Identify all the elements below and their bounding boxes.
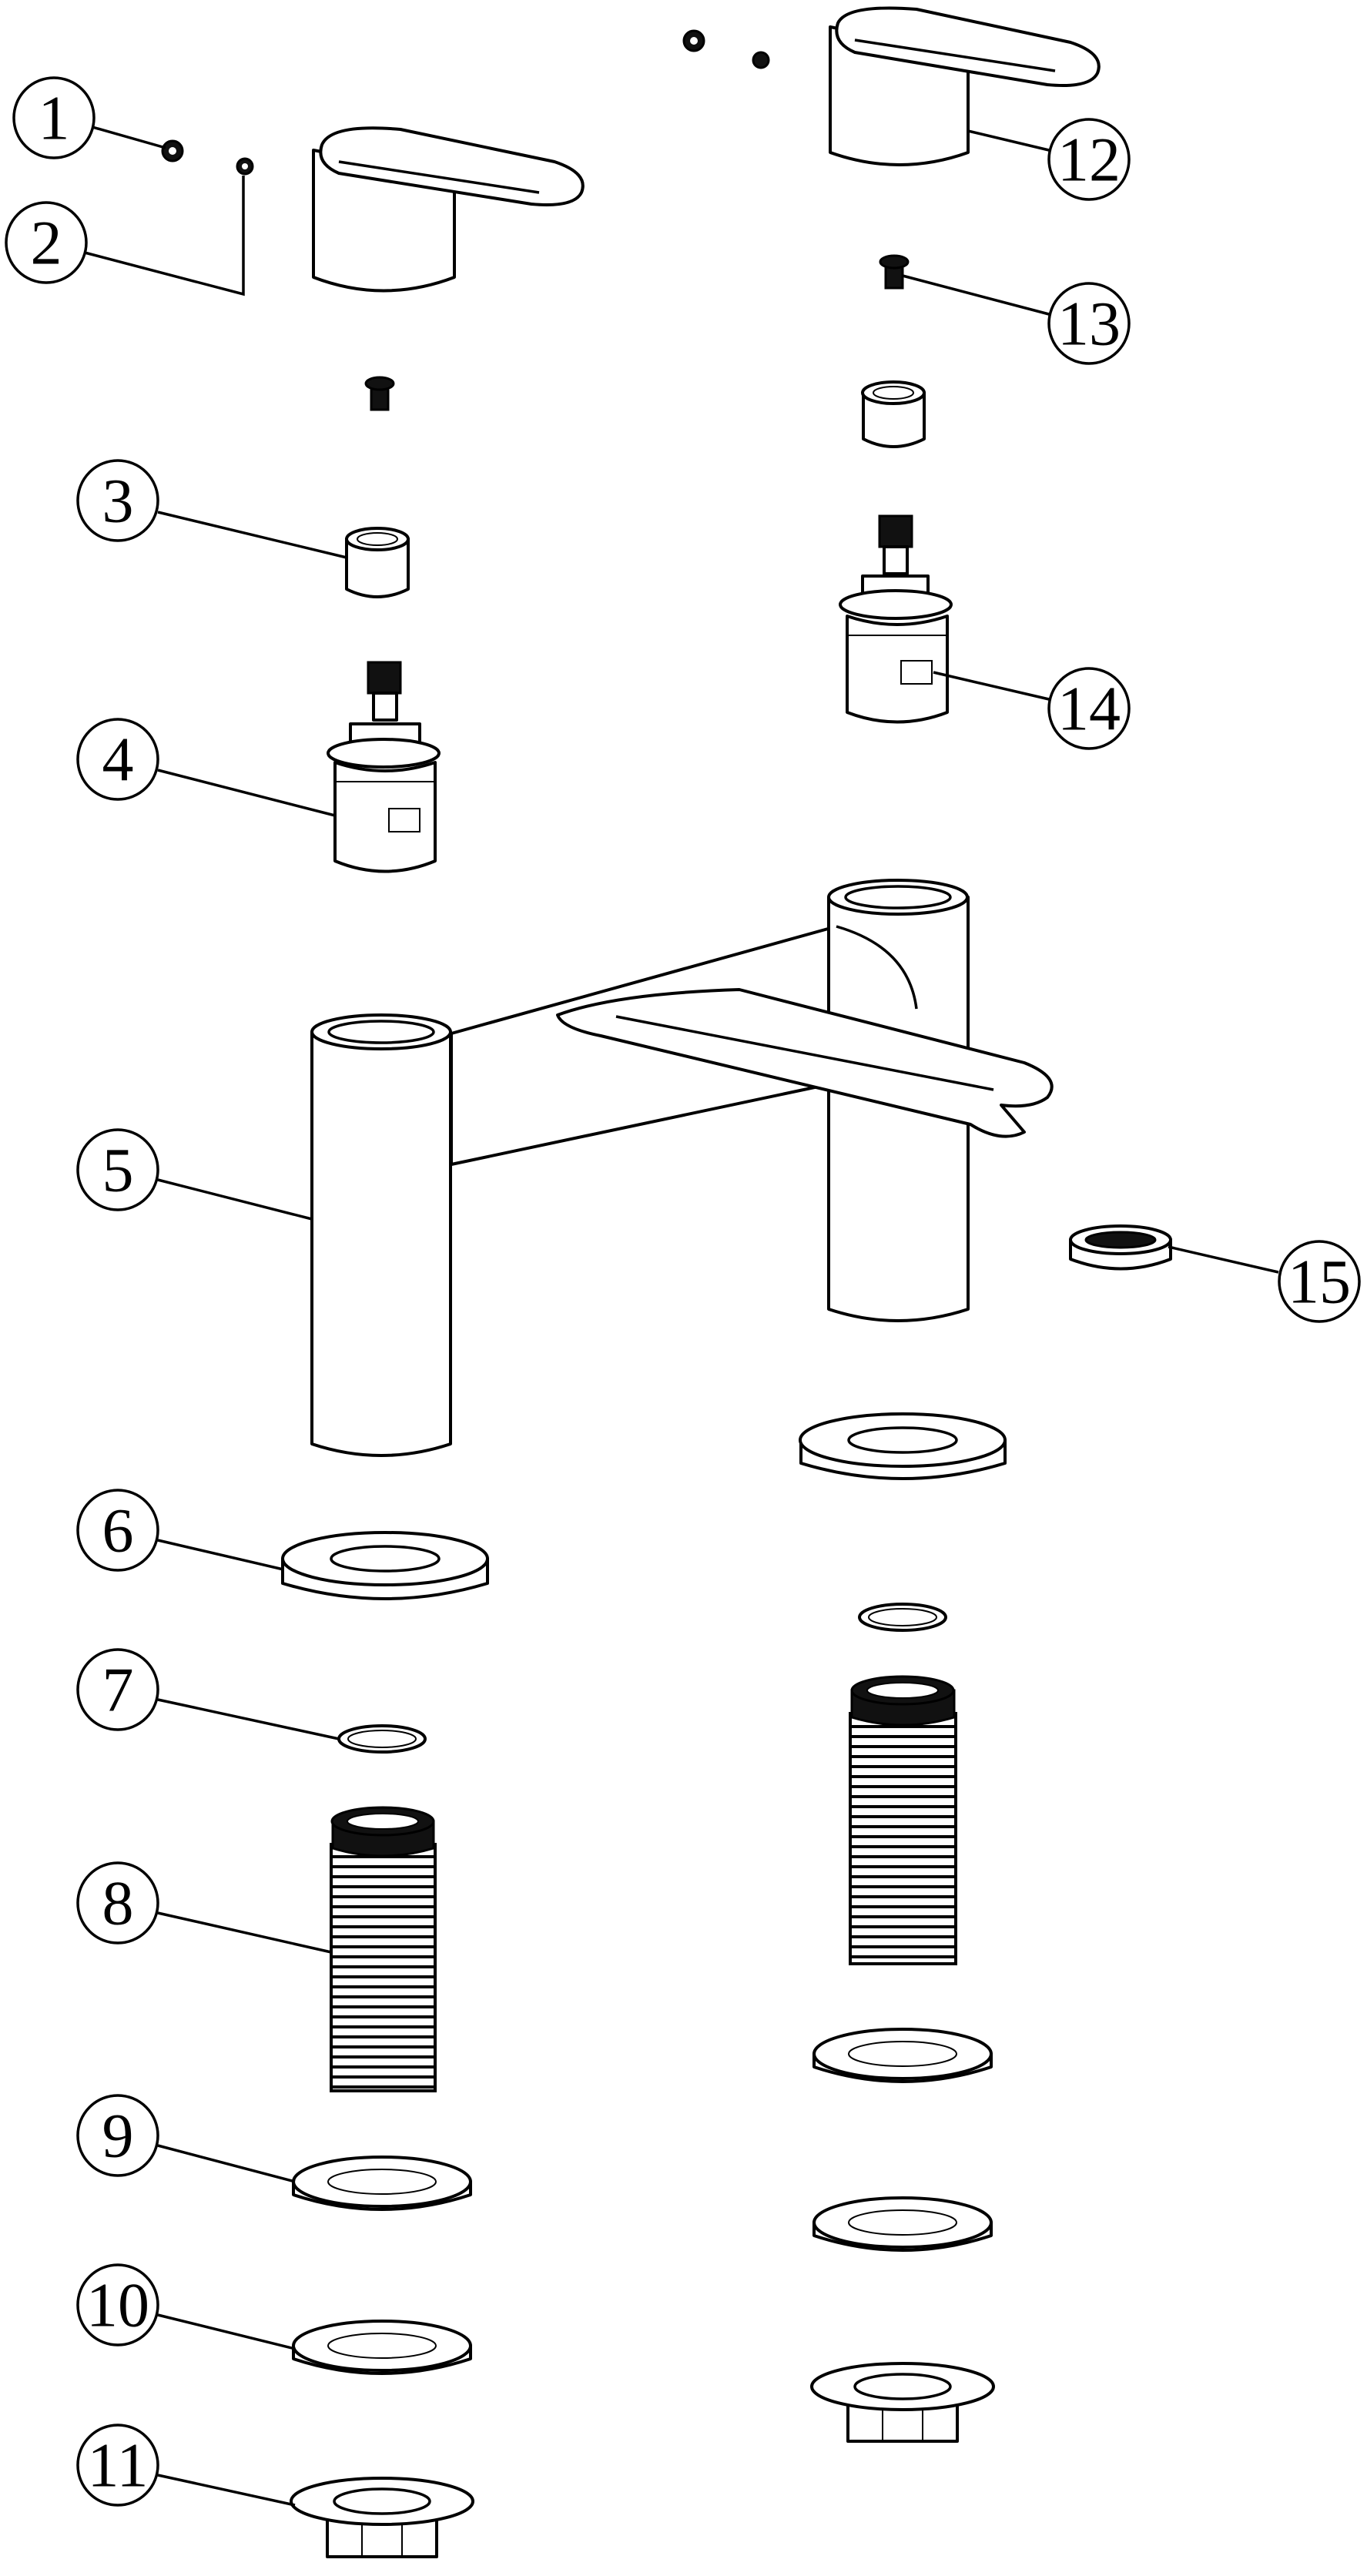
callout-number: 4 [102, 725, 134, 795]
part-4-cartridge [327, 661, 441, 873]
callout-7: 7 [76, 1648, 159, 1731]
callout-number: 11 [88, 2430, 149, 2501]
part-8-threaded-shank [330, 1806, 437, 2092]
callout-3: 3 [76, 459, 159, 542]
leader-lines [84, 126, 1279, 2507]
callout-number: 1 [39, 83, 70, 153]
part-11-nut [290, 2477, 474, 2558]
right-screw-caps [682, 29, 770, 69]
callout-6: 6 [76, 1489, 159, 1572]
part-13-screw [879, 254, 910, 290]
callout-15: 15 [1278, 1240, 1361, 1323]
right-washer [799, 1412, 1007, 1480]
part-1-screw-cap [161, 139, 184, 162]
callout-number: 5 [102, 1135, 134, 1205]
callout-4: 4 [76, 718, 159, 801]
callout-10: 10 [76, 2263, 159, 2347]
callout-number: 8 [102, 1868, 134, 1938]
part-9-washer [292, 2156, 472, 2211]
callout-number: 9 [102, 2101, 134, 2171]
part-6-washer [281, 1531, 489, 1600]
right-threaded-shank [849, 1675, 957, 1965]
callout-8: 8 [76, 1861, 159, 1945]
part-14-cartridge [839, 514, 953, 724]
part-3-sleeve [345, 527, 410, 598]
callout-13: 13 [1047, 282, 1131, 365]
callout-14: 14 [1047, 667, 1131, 750]
callout-number: 15 [1288, 1247, 1351, 1317]
part-7-o-ring [337, 1724, 427, 1754]
callout-12: 12 [1047, 118, 1131, 201]
left-handle-screw [364, 376, 395, 411]
callout-1: 1 [12, 76, 95, 159]
callout-number: 13 [1057, 289, 1121, 359]
callout-5: 5 [76, 1128, 159, 1211]
callout-number: 2 [31, 208, 62, 278]
callout-9: 9 [76, 2094, 159, 2177]
left-handle [312, 126, 585, 293]
callout-number: 14 [1057, 674, 1121, 744]
part-12-handle [829, 6, 1101, 166]
right-washer-2 [812, 2028, 993, 2083]
part-10-washer [292, 2320, 472, 2375]
right-o-ring [858, 1603, 947, 1632]
callout-number: 12 [1057, 125, 1121, 195]
callout-number: 3 [102, 466, 134, 536]
callout-number: 10 [86, 2270, 149, 2340]
callout-2: 2 [5, 201, 88, 284]
part-5-tap-body [310, 879, 1054, 1457]
callout-number: 6 [102, 1496, 134, 1566]
callout-11: 11 [76, 2424, 159, 2507]
part-15-aerator [1069, 1224, 1172, 1271]
right-washer-3 [812, 2196, 993, 2252]
right-sleeve [861, 380, 926, 448]
callout-number: 7 [102, 1655, 134, 1725]
part-2-grub-screw [236, 157, 254, 176]
right-nut [810, 2362, 995, 2443]
